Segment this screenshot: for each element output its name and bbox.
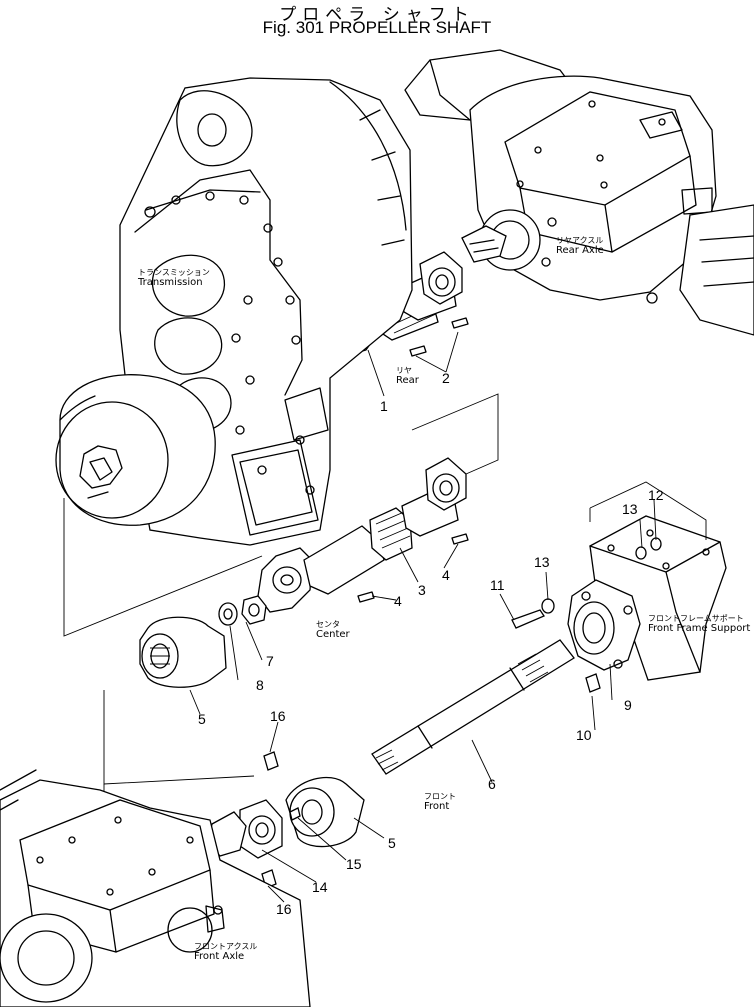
- label-front-en: Front: [424, 801, 450, 813]
- callout-part-8: 8: [256, 677, 264, 693]
- label-transmission: トランスミッション Transmission: [138, 268, 210, 289]
- center-propeller-shaft: [257, 457, 469, 613]
- callout-part-5-upper: 5: [198, 711, 206, 727]
- label-front-frame-support: フロントフレームサポート Front Frame Support: [648, 614, 750, 635]
- callout-part-2: 2: [442, 370, 450, 386]
- label-rear-en: Rear: [396, 375, 419, 387]
- label-transmission-jp: トランスミッション: [138, 268, 210, 277]
- callout-part-1: 1: [380, 398, 388, 414]
- label-rear-axle-en: Rear Axle: [556, 245, 604, 257]
- label-transmission-en: Transmission: [138, 277, 203, 289]
- yoke-nut-washer-group: [139, 595, 267, 688]
- leader-lines: [63, 331, 707, 903]
- callout-part-12: 12: [648, 487, 664, 503]
- front-yoke-ujoint: [207, 751, 365, 889]
- front-frame-support: [511, 515, 727, 693]
- label-front-axle-en: Front Axle: [194, 951, 245, 963]
- callout-part-16-lower: 16: [276, 901, 292, 917]
- callout-part-13-washer: 13: [534, 554, 550, 570]
- label-rear-jp: リヤ: [396, 366, 412, 375]
- callout-part-5-lower: 5: [388, 835, 396, 851]
- figure-title-japanese: プロペラ シャフト: [279, 5, 475, 25]
- rear-axle-housing: [404, 49, 754, 336]
- label-rear-axle-jp: リヤアクスル: [556, 236, 604, 245]
- label-front-frame-support-en: Front Frame Support: [648, 623, 751, 635]
- callout-part-13-support: 13: [622, 501, 638, 517]
- label-rear-axle: リヤアクスル Rear Axle: [556, 236, 604, 257]
- front-axle-housing: [0, 769, 311, 1007]
- callout-part-15: 15: [346, 856, 362, 872]
- label-center-jp: センタ: [316, 620, 340, 629]
- callout-part-4-lower: 4: [394, 593, 402, 609]
- label-front-jp: フロント: [424, 792, 456, 801]
- callout-part-9: 9: [624, 697, 632, 713]
- label-front-axle-jp: フロントアクスル: [194, 942, 258, 951]
- label-front: フロント Front: [424, 792, 456, 813]
- label-front-frame-support-jp: フロントフレームサポート: [648, 614, 744, 623]
- callout-part-11: 11: [490, 577, 505, 593]
- front-propeller-shaft: [371, 639, 575, 775]
- label-center: センタ Center: [316, 620, 350, 641]
- callout-part-14: 14: [312, 879, 328, 895]
- callout-part-6: 6: [488, 776, 496, 792]
- callout-part-4-upper: 4: [442, 567, 450, 583]
- label-front-axle: フロントアクスル Front Axle: [194, 942, 257, 963]
- callout-part-3: 3: [418, 582, 426, 598]
- figure-title: Fig. 301 PROPELLER SHAFT: [262, 18, 492, 37]
- label-center-en: Center: [316, 629, 350, 641]
- callout-part-7: 7: [266, 653, 274, 669]
- label-rear: リヤ Rear: [396, 366, 419, 387]
- transmission-housing: [55, 77, 413, 546]
- callout-part-10: 10: [576, 727, 592, 743]
- callout-part-16-upper: 16: [270, 708, 286, 724]
